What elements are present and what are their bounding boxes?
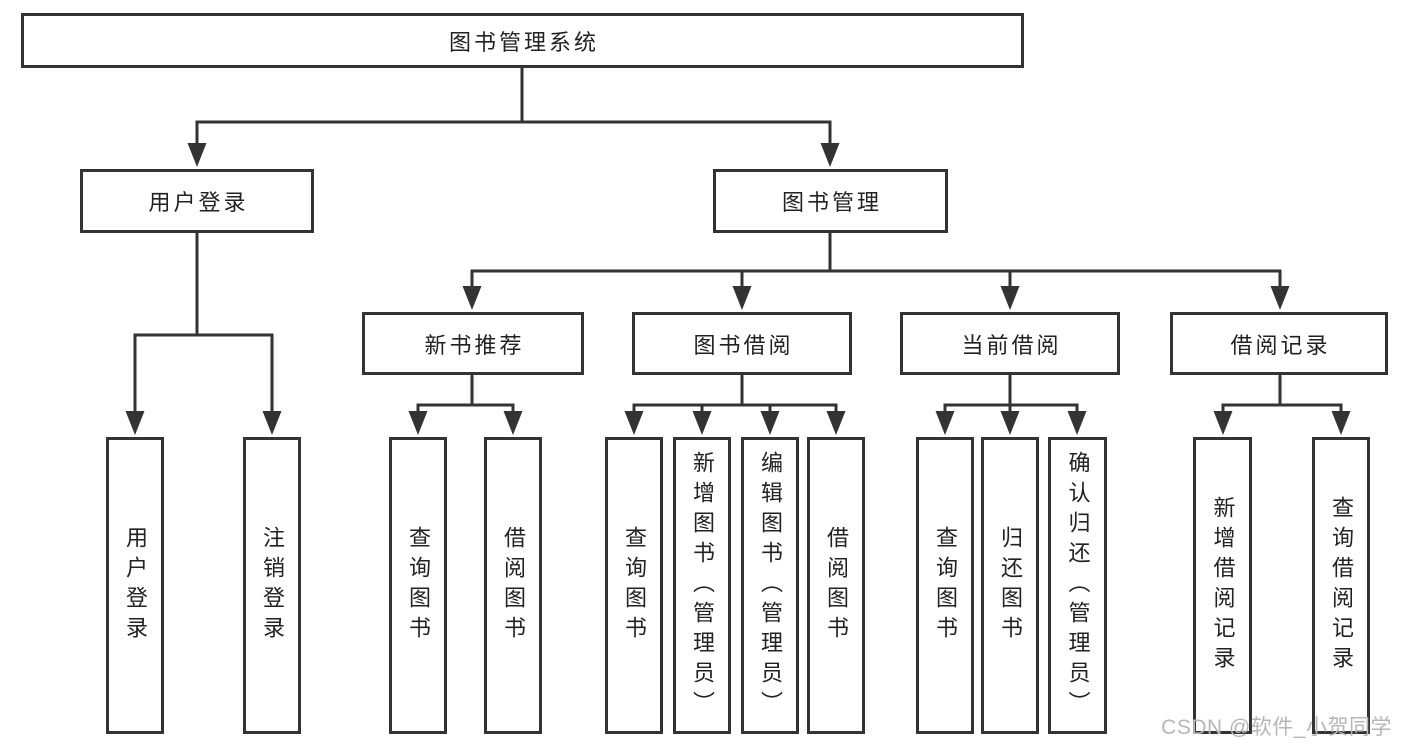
leaf-query-borrow-record: 查询借阅记录 [1312, 437, 1370, 734]
csdn-watermark: CSDN @软件_小贺同学 [1161, 716, 1392, 739]
node-borrow-record: 借阅记录 [1170, 312, 1388, 375]
leaf-borrow-books-recommend: 借阅图书 [484, 437, 542, 734]
node-library-system: 图书管理系统 [21, 13, 1024, 68]
leaf-query-books-recommend: 查询图书 [389, 437, 447, 734]
leaf-logout: 注销登录 [243, 437, 301, 734]
leaf-query-books-borrow: 查询图书 [605, 437, 663, 734]
leaf-return-books: 归还图书 [981, 437, 1039, 734]
leaf-add-borrow-record: 新增借阅记录 [1193, 437, 1252, 734]
node-book-borrow: 图书借阅 [632, 312, 852, 375]
node-book-management: 图书管理 [713, 169, 948, 233]
leaf-add-books-admin: 新增图书（管理员） [673, 437, 731, 734]
leaf-query-books-current: 查询图书 [916, 437, 974, 734]
leaf-edit-books-admin: 编辑图书（管理员） [741, 437, 799, 734]
node-user-login: 用户登录 [80, 169, 314, 233]
leaf-borrow-books: 借阅图书 [807, 437, 865, 734]
node-new-book-recommend: 新书推荐 [362, 312, 584, 375]
node-current-borrow: 当前借阅 [900, 312, 1120, 375]
leaf-user-login: 用户登录 [106, 437, 164, 734]
leaf-confirm-return-admin: 确认归还（管理员） [1048, 437, 1107, 734]
